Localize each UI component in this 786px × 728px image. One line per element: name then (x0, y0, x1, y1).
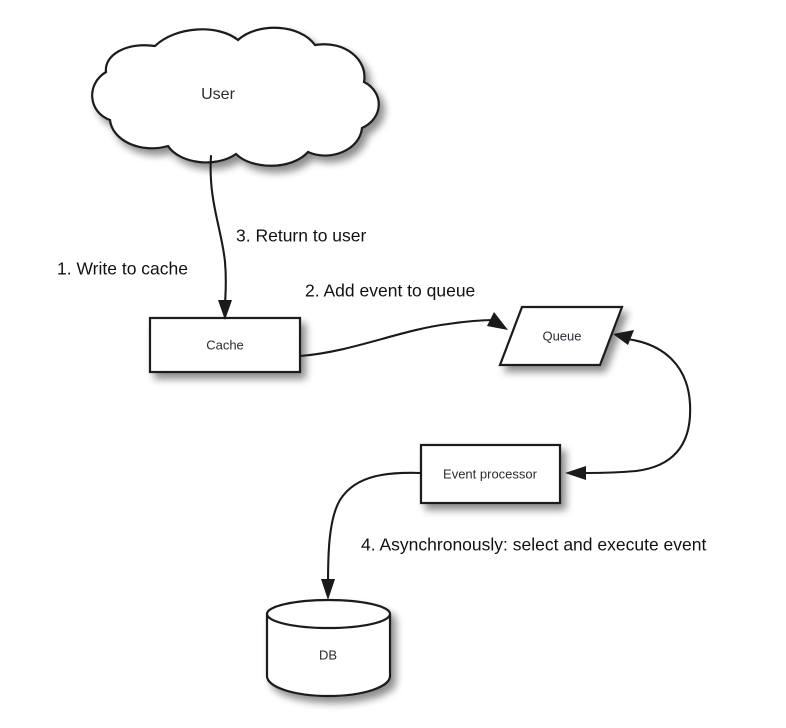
queue-outline (498, 305, 624, 367)
edge-cache-to-queue[interactable] (298, 312, 508, 358)
node-label-cache: Cache (206, 337, 244, 352)
step-label-2-add-event-to-queue: 2. Add event to queue (305, 281, 475, 301)
step-label-4-asynchronously: 4. Asynchronously: select and execute ev… (361, 535, 706, 555)
node-event-processor[interactable] (419, 443, 562, 505)
edge-processor-to-db-arrowhead (321, 579, 335, 600)
db-body-outline (265, 614, 392, 698)
edge-cache-to-queue-arrowhead (487, 312, 508, 330)
cloud-shape (92, 27, 379, 166)
cloud-outline (91, 26, 380, 167)
queue-shape (500, 307, 622, 365)
node-label-queue: Queue (542, 328, 581, 343)
edge-cache-to-queue-line (298, 318, 498, 358)
edge-processor-to-db-line (326, 471, 423, 588)
edge-processor-to-db[interactable] (321, 471, 423, 600)
edge-user-to-cache-line (209, 154, 227, 310)
node-cache[interactable] (148, 316, 302, 374)
step-label-1-write-to-cache: 1. Write to cache (57, 259, 188, 279)
db-top-fill (267, 600, 390, 628)
edge-user-to-cache-arrowhead (218, 300, 232, 320)
edge-queue-processor-loop-line (584, 337, 692, 475)
node-label-user: User (201, 86, 235, 103)
node-label-event-processor: Event processor (443, 466, 538, 481)
node-db[interactable] (265, 598, 392, 698)
edge-queue-processor-loop[interactable] (565, 330, 692, 480)
edge-loop-arrowhead-queue (613, 330, 634, 345)
step-label-3-return-to-user: 3. Return to user (236, 226, 367, 246)
cache-shape (150, 318, 300, 372)
event-processor-shape (421, 445, 560, 503)
node-label-db: DB (319, 647, 337, 662)
db-body-fill (267, 614, 390, 696)
node-queue[interactable] (498, 305, 624, 367)
edge-loop-arrowhead-processor (565, 466, 586, 480)
db-top-outline (265, 598, 392, 630)
edge-user-to-cache[interactable] (209, 154, 232, 320)
node-user[interactable] (91, 26, 380, 167)
